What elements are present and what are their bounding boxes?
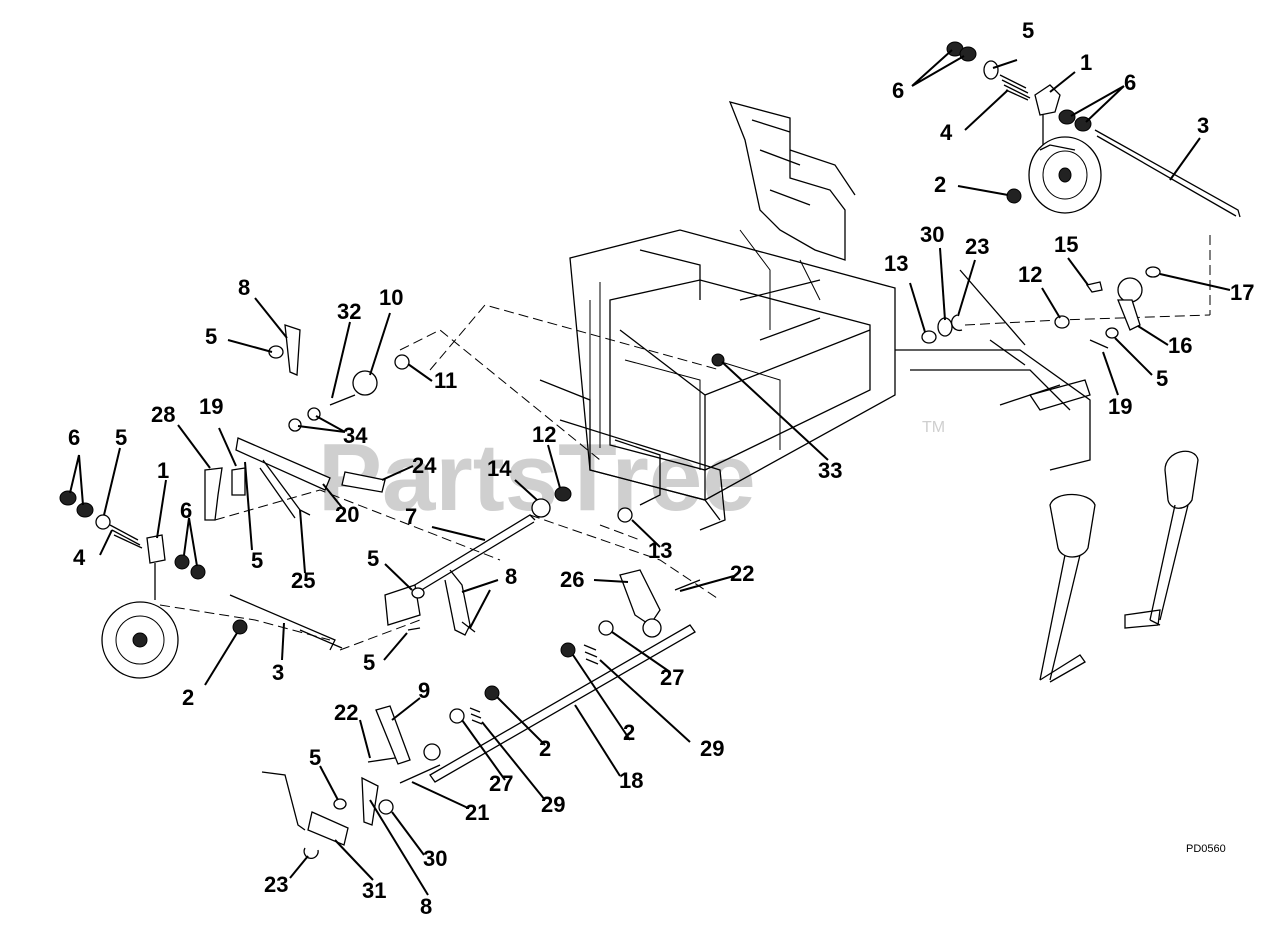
drawing-code: PD0560: [1186, 843, 1226, 855]
callout-labels: 5 1 6 6 4 3 2 30 23 15 13 12 17 16 5 19 …: [68, 18, 1254, 919]
callout-17: 17: [1230, 280, 1254, 305]
callout-7: 7: [405, 504, 417, 529]
callout-22: 22: [334, 700, 358, 725]
callout-5: 5: [251, 548, 263, 573]
callout-10: 10: [379, 285, 403, 310]
callout-19: 19: [199, 394, 223, 419]
callout-5: 5: [363, 650, 375, 675]
callout-5: 5: [309, 745, 321, 770]
callout-22: 22: [730, 561, 754, 586]
callout-20: 20: [335, 502, 359, 527]
callout-13: 13: [884, 251, 908, 276]
callout-5: 5: [367, 546, 379, 571]
callout-14: 14: [487, 456, 512, 481]
callout-23: 23: [264, 872, 288, 897]
callout-3: 3: [1197, 113, 1209, 138]
callout-30: 30: [423, 846, 447, 871]
callout-6: 6: [892, 78, 904, 103]
callout-32: 32: [337, 299, 361, 324]
callout-16: 16: [1168, 333, 1192, 358]
callout-6: 6: [1124, 70, 1136, 95]
left-assembly: [59, 324, 725, 679]
callout-11: 11: [434, 368, 457, 393]
callout-8: 8: [238, 275, 250, 300]
callout-34: 34: [343, 423, 368, 448]
callout-8: 8: [505, 564, 517, 589]
callout-13: 13: [648, 538, 672, 563]
callout-4: 4: [73, 545, 86, 570]
watermark-trademark: TM: [922, 419, 945, 436]
tractor-frame: [539, 101, 1091, 531]
callout-24: 24: [412, 453, 437, 478]
callout-5: 5: [1156, 366, 1168, 391]
lower-assembly: [261, 569, 701, 860]
callout-5: 5: [205, 324, 217, 349]
callout-25: 25: [291, 568, 315, 593]
callout-29: 29: [541, 792, 565, 817]
callout-2: 2: [539, 736, 551, 761]
callout-5: 5: [1022, 18, 1034, 43]
pedals: [1039, 450, 1199, 683]
callout-27: 27: [489, 771, 513, 796]
callout-6: 6: [68, 425, 80, 450]
leader-lines: [69, 49, 1231, 896]
callout-12: 12: [1018, 262, 1042, 287]
callout-1: 1: [157, 458, 169, 483]
callout-26: 26: [560, 567, 584, 592]
callout-6: 6: [180, 498, 192, 523]
callout-21: 21: [465, 800, 489, 825]
callout-30: 30: [920, 222, 944, 247]
callout-27: 27: [660, 665, 684, 690]
callout-12: 12: [532, 422, 556, 447]
callout-1: 1: [1080, 50, 1092, 75]
callout-2: 2: [182, 685, 194, 710]
callout-29: 29: [700, 736, 724, 761]
callout-2: 2: [934, 172, 946, 197]
upper-right-assembly: [921, 41, 1241, 349]
callout-2: 2: [623, 720, 635, 745]
callout-19: 19: [1108, 394, 1132, 419]
callout-15: 15: [1054, 232, 1078, 257]
callout-3: 3: [272, 660, 284, 685]
callout-5: 5: [115, 425, 127, 450]
callout-23: 23: [965, 234, 989, 259]
callout-4: 4: [940, 120, 953, 145]
callout-9: 9: [418, 678, 430, 703]
callout-28: 28: [151, 402, 175, 427]
callout-18: 18: [619, 768, 643, 793]
callout-8: 8: [420, 894, 432, 919]
callout-31: 31: [362, 878, 386, 903]
callout-33: 33: [818, 458, 842, 483]
